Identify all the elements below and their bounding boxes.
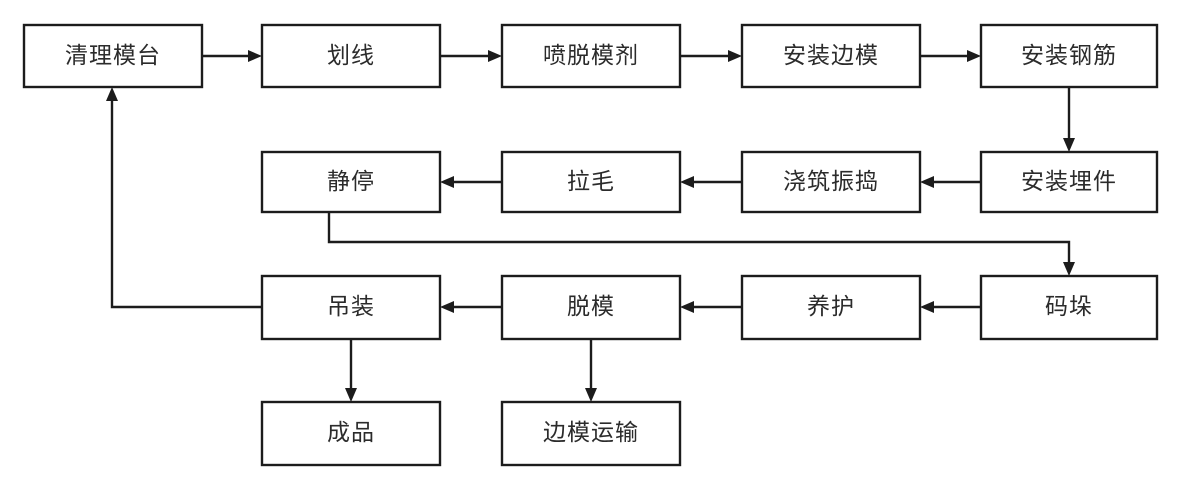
node-label: 边模运输 xyxy=(543,419,639,445)
node-label: 喷脱模剂 xyxy=(543,42,639,68)
node-roughening[interactable]: 拉毛 xyxy=(500,150,682,214)
nodes-layer: 清理模台 划线 喷脱模剂 安装边模 安装钢筋 安装埋件 xyxy=(22,23,1159,467)
node-marking[interactable]: 划线 xyxy=(260,23,442,89)
node-spray-release-agent[interactable]: 喷脱模剂 xyxy=(500,23,682,89)
node-resting[interactable]: 静停 xyxy=(260,150,442,214)
node-curing[interactable]: 养护 xyxy=(740,274,922,341)
edge-demold-to-hoist xyxy=(440,301,502,313)
edge-hoist-to-clean-feedback xyxy=(106,87,262,309)
edge-embed-to-pour xyxy=(920,176,981,188)
node-label: 脱模 xyxy=(567,293,615,319)
edges-layer xyxy=(106,50,1075,402)
edge-demold-to-transport xyxy=(585,339,597,402)
edge-stack-to-cure xyxy=(920,301,981,313)
edge-sidemold-to-rebar xyxy=(920,50,981,62)
node-finished-product[interactable]: 成品 xyxy=(260,400,442,467)
node-label: 养护 xyxy=(807,293,855,319)
node-label: 安装边模 xyxy=(783,42,879,68)
node-label: 浇筑振捣 xyxy=(783,168,879,194)
edge-rebar-to-embed xyxy=(1063,87,1075,152)
node-install-embedded-parts[interactable]: 安装埋件 xyxy=(979,150,1159,214)
node-install-side-mold[interactable]: 安装边模 xyxy=(740,23,922,89)
node-label: 安装钢筋 xyxy=(1021,42,1117,68)
node-hoisting[interactable]: 吊装 xyxy=(260,274,442,341)
node-pour-and-vibrate[interactable]: 浇筑振捣 xyxy=(740,150,922,214)
edge-line-to-spray xyxy=(440,50,502,62)
edge-pour-to-roughen xyxy=(680,176,742,188)
node-label: 拉毛 xyxy=(567,168,615,194)
edge-cure-to-demold xyxy=(680,301,742,313)
node-label: 划线 xyxy=(327,42,375,68)
node-stacking[interactable]: 码垛 xyxy=(979,274,1159,341)
node-install-rebar[interactable]: 安装钢筋 xyxy=(979,23,1159,89)
node-label: 安装埋件 xyxy=(1021,168,1117,194)
node-label: 静停 xyxy=(327,168,375,194)
edge-spray-to-sidemold xyxy=(680,50,742,62)
edge-roughen-to-rest xyxy=(440,176,502,188)
edge-rest-to-stack xyxy=(327,212,1075,276)
node-side-mold-transport[interactable]: 边模运输 xyxy=(500,400,682,467)
node-label: 吊装 xyxy=(327,293,375,319)
edge-hoist-to-product xyxy=(345,339,357,402)
node-clean-mold-table[interactable]: 清理模台 xyxy=(22,23,204,89)
node-label: 清理模台 xyxy=(65,42,161,68)
node-label: 码垛 xyxy=(1045,293,1093,319)
edge-clean-to-line xyxy=(202,50,262,62)
node-demolding[interactable]: 脱模 xyxy=(500,274,682,341)
node-label: 成品 xyxy=(327,419,375,445)
